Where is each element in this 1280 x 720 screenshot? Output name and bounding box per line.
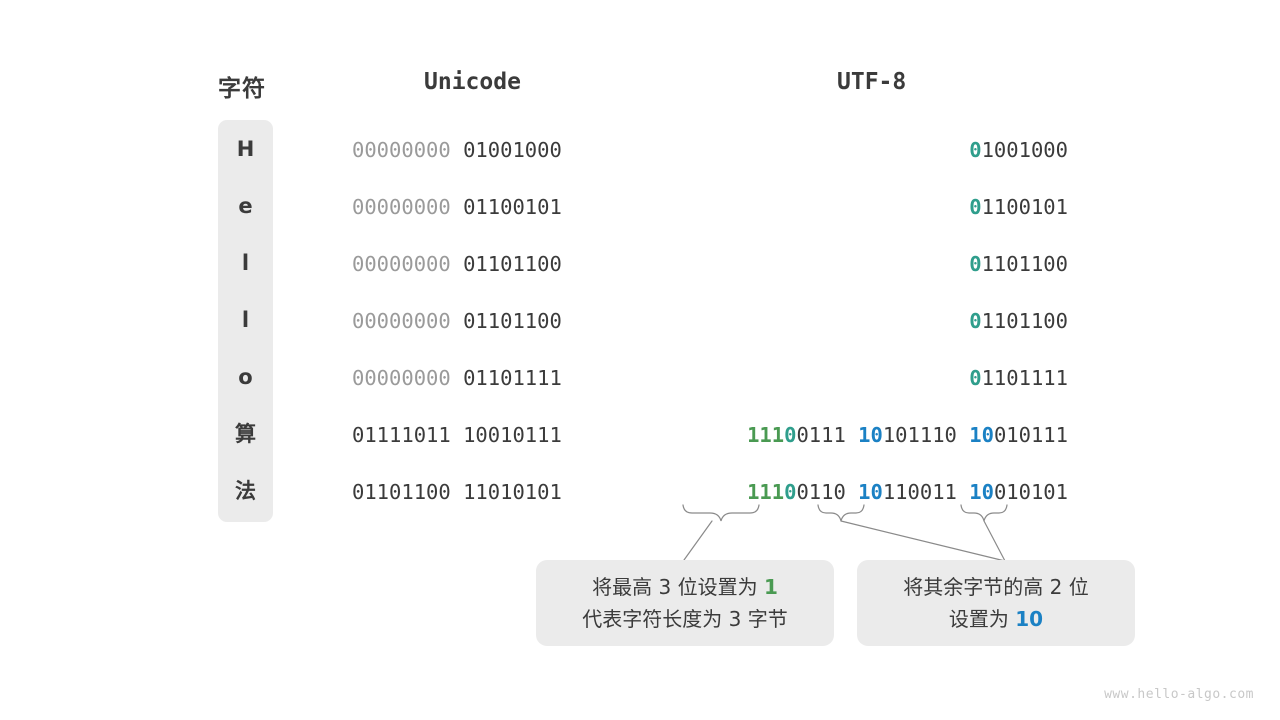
byte-separator	[451, 309, 463, 333]
utf8-bit-segment: 1101100	[981, 252, 1068, 276]
utf8-bit-segment: 0	[969, 252, 982, 276]
callout-right-line-2: 设置为 10	[949, 603, 1043, 635]
unicode-bits-cell: 01101100 11010101	[352, 480, 622, 504]
utf8-bit-segment: 1101111	[981, 366, 1068, 390]
callout-left-line-1: 将最高 3 位设置为 1	[592, 571, 778, 603]
unicode-low-byte: 01101111	[463, 366, 562, 390]
utf8-bit-segment: 10	[969, 480, 994, 504]
utf8-bit-segment: 0	[784, 423, 797, 447]
utf8-bit-segment: 1101100	[981, 309, 1068, 333]
utf8-bits-cell: 01100101	[600, 195, 1068, 219]
callout-left-line-1-text: 将最高 3 位设置为	[592, 575, 764, 599]
utf8-bit-segment: 10	[969, 423, 994, 447]
unicode-bits-cell: 01111011 10010111	[352, 423, 622, 447]
utf8-bit-segment: 010111	[993, 423, 1068, 447]
character-cell: 算	[235, 422, 256, 446]
unicode-bits-cell: 00000000 01101111	[352, 366, 622, 390]
callout-right-line-1: 将其余字节的高 2 位	[903, 575, 1089, 599]
utf8-bits-cell: 01101100	[600, 309, 1068, 333]
unicode-high-byte: 01101100	[352, 480, 451, 504]
unicode-low-byte: 10010111	[463, 423, 562, 447]
unicode-low-byte: 01101100	[463, 309, 562, 333]
column-header-utf8: UTF-8	[837, 69, 907, 95]
unicode-bits-cell: 00000000 01100101	[352, 195, 622, 219]
utf8-bit-segment: 0111	[796, 423, 859, 447]
watermark: www.hello-algo.com	[1104, 687, 1254, 702]
column-header-unicode: Unicode	[424, 69, 521, 95]
unicode-high-byte: 00000000	[352, 252, 451, 276]
callout-left-accent: 1	[763, 575, 778, 599]
unicode-low-byte: 01100101	[463, 195, 562, 219]
unicode-high-byte: 00000000	[352, 195, 451, 219]
utf8-bit-segment: 111	[747, 480, 785, 504]
utf8-bit-segment: 0	[969, 138, 982, 162]
utf8-bit-segment: 0	[784, 480, 797, 504]
character-cell: 法	[235, 479, 256, 503]
byte-separator	[451, 366, 463, 390]
column-header-character: 字符	[218, 76, 266, 102]
character-cell: l	[241, 308, 250, 332]
byte-separator	[451, 423, 463, 447]
byte-separator	[451, 195, 463, 219]
callout-left-line-2: 代表字符长度为 3 字节	[582, 607, 788, 631]
byte-separator	[451, 252, 463, 276]
utf8-bits-cell: 01101100	[600, 252, 1068, 276]
unicode-bits-cell: 00000000 01101100	[352, 252, 622, 276]
unicode-bits-cell: 00000000 01001000	[352, 138, 622, 162]
character-cell: e	[238, 194, 253, 218]
unicode-high-byte: 00000000	[352, 309, 451, 333]
utf8-bit-segment: 10	[858, 480, 883, 504]
utf8-bit-segment: 0	[969, 309, 982, 333]
callout-continuation-bits: 将其余字节的高 2 位 设置为 10	[857, 560, 1135, 646]
utf8-bit-segment: 010101	[993, 480, 1068, 504]
byte-separator	[451, 138, 463, 162]
utf8-bit-segment: 0	[969, 195, 982, 219]
unicode-bits-cell: 00000000 01101100	[352, 309, 622, 333]
utf8-bit-segment: 0	[969, 366, 982, 390]
utf8-bits-cell: 11100111 10101110 10010111	[600, 423, 1068, 447]
utf8-bit-segment: 111	[747, 423, 785, 447]
character-column-background	[218, 120, 273, 522]
utf8-bit-segment: 1100101	[981, 195, 1068, 219]
utf8-bits-cell: 01001000	[600, 138, 1068, 162]
character-cell: H	[236, 137, 255, 161]
unicode-high-byte: 01111011	[352, 423, 451, 447]
utf8-bits-cell: 01101111	[600, 366, 1068, 390]
byte-separator	[451, 480, 463, 504]
character-cell: l	[241, 251, 250, 275]
utf8-bit-segment: 110011	[882, 480, 970, 504]
unicode-high-byte: 00000000	[352, 138, 451, 162]
unicode-low-byte: 11010101	[463, 480, 562, 504]
utf8-bit-segment: 10	[858, 423, 883, 447]
callout-leading-bits: 将最高 3 位设置为 1 代表字符长度为 3 字节	[536, 560, 834, 646]
utf8-bit-segment: 101110	[882, 423, 970, 447]
utf8-bits-cell: 11100110 10110011 10010101	[600, 480, 1068, 504]
callout-right-accent: 10	[1015, 607, 1044, 631]
utf8-bit-segment: 1001000	[981, 138, 1068, 162]
character-cell: o	[238, 365, 253, 389]
unicode-low-byte: 01101100	[463, 252, 562, 276]
unicode-high-byte: 00000000	[352, 366, 451, 390]
unicode-low-byte: 01001000	[463, 138, 562, 162]
utf8-bit-segment: 0110	[796, 480, 859, 504]
callout-right-line-2-text: 设置为	[948, 607, 1016, 631]
